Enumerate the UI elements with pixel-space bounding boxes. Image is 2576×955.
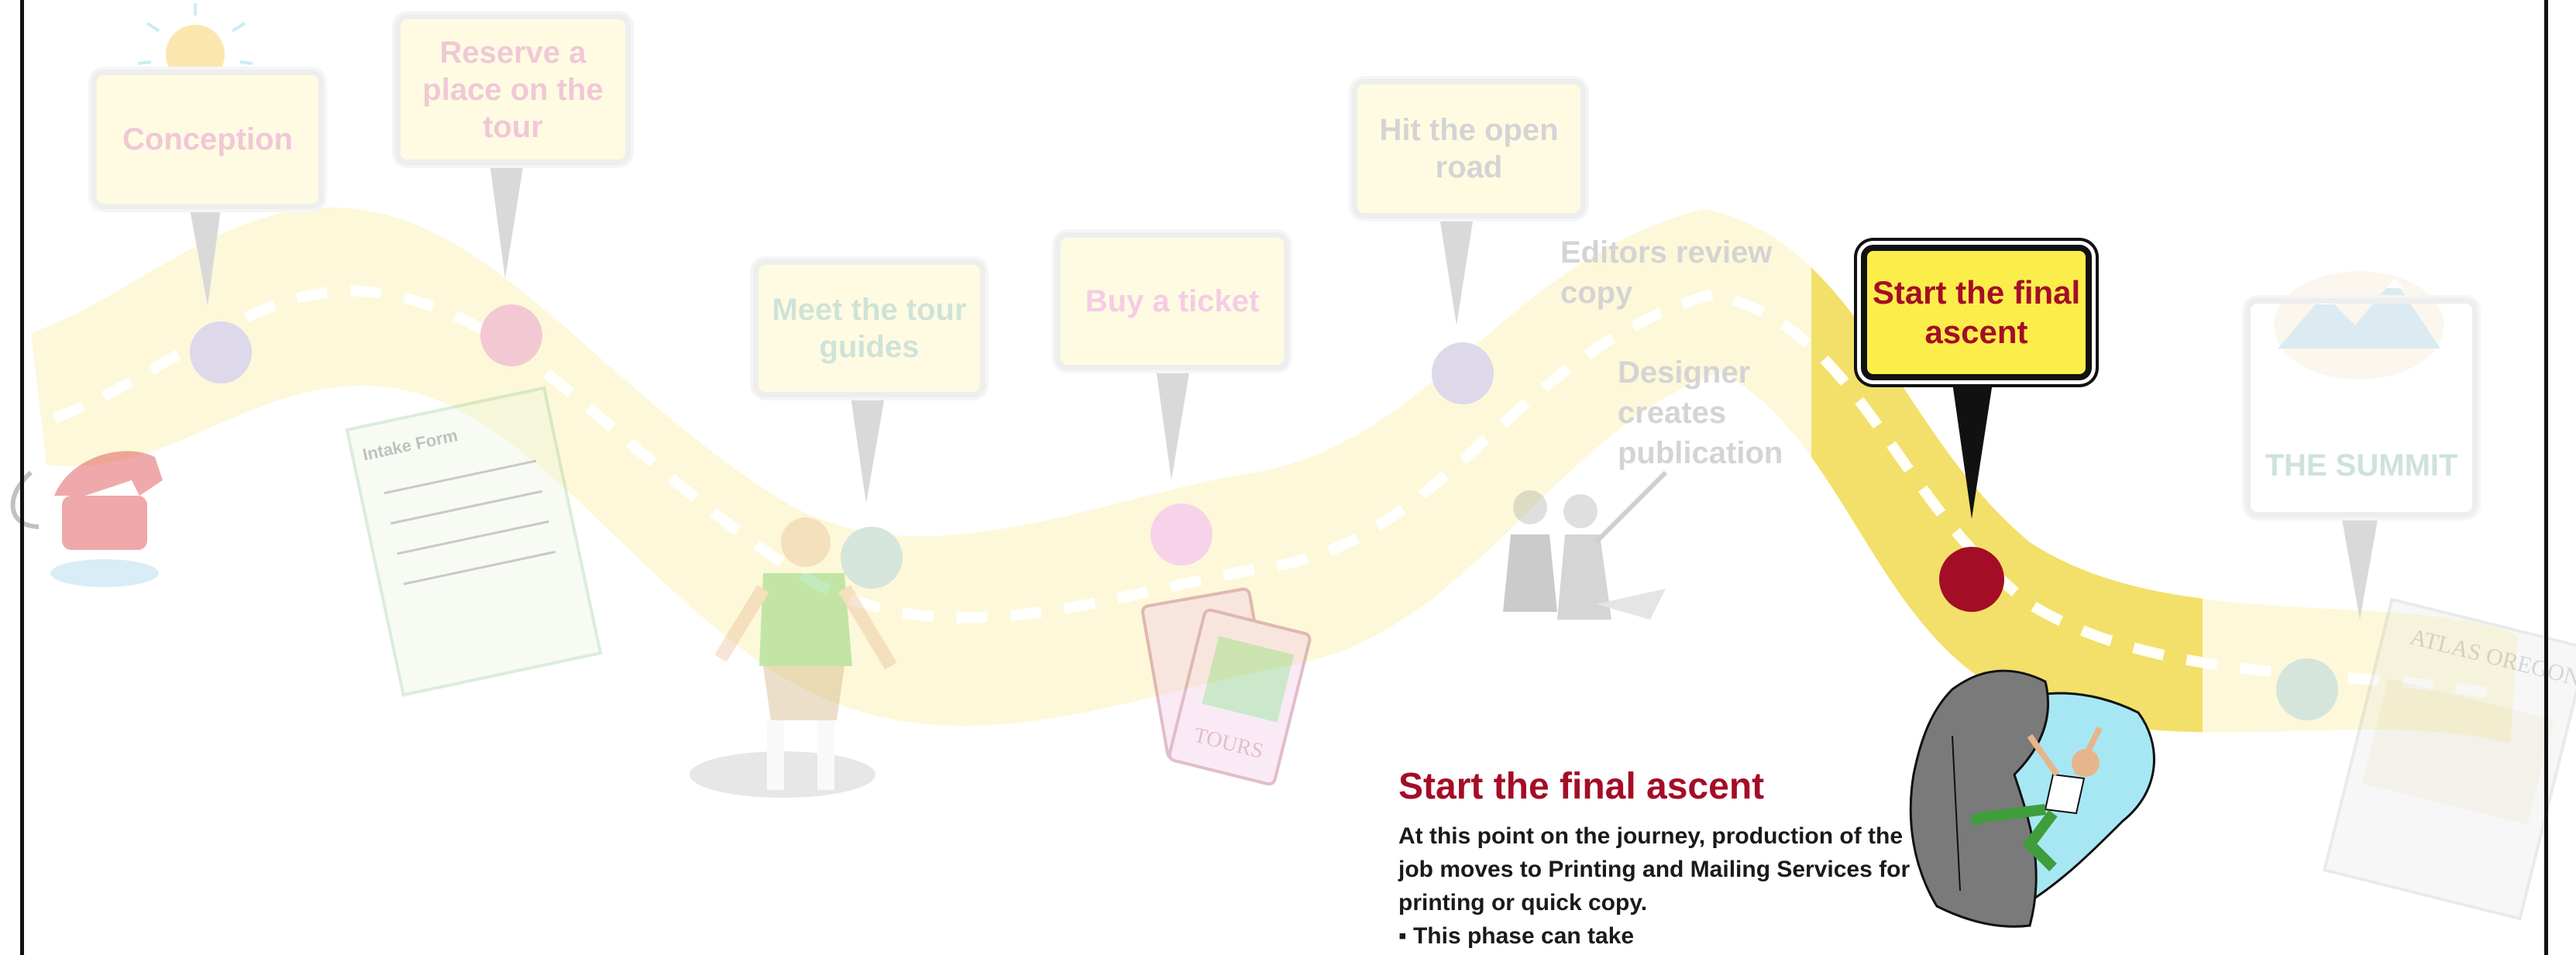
tour-tickets-icon: TOURS [1140, 587, 1312, 786]
milestone-sign-final-ascent[interactable]: Start the final ascent [1861, 245, 2092, 380]
sign-post-3 [851, 397, 885, 503]
milestone-dot-5 [1432, 342, 1494, 404]
side-label-designer: Designer creates publication [1618, 356, 1783, 470]
detail-body: At this point on the journey, production… [1398, 823, 1911, 915]
road-centerline [52, 285, 2512, 703]
sign-post-7 [2341, 515, 2378, 620]
sign-post-1 [190, 209, 221, 306]
sign-post-4 [1156, 368, 1190, 480]
milestone-sign-ticket[interactable]: Buy a ticket [1055, 232, 1289, 370]
sign-post-5 [1439, 217, 1474, 325]
side-label-editors: Editors review copy [1560, 235, 1773, 310]
detail-bullet: ▪ This phase can take [1398, 923, 1635, 949]
milestone-sign-reserve[interactable]: Reserve a place on the tour [395, 14, 631, 165]
milestone-label: Meet the tour guides [772, 293, 967, 364]
milestone-dot-4 [1150, 503, 1212, 565]
detail-title: Start the final ascent [1398, 766, 1765, 807]
milestone-sign-open-road[interactable]: Hit the open road [1352, 79, 1586, 218]
frame-border-right [2544, 0, 2548, 955]
milestone-sign-summit[interactable]: THE SUMMIT [2245, 298, 2478, 517]
road-band [31, 207, 2518, 744]
milestone-dot-1 [190, 321, 252, 383]
sign-post-6 [1952, 383, 1993, 519]
milestone-label: Hit the open road [1379, 113, 1559, 184]
dancing-couple-icon [1503, 470, 1668, 620]
milestone-label: Start the final ascent [1872, 274, 2081, 350]
milestone-label: Reserve a place on the tour [422, 35, 604, 144]
milestone-dot-2 [480, 304, 542, 366]
telephone-icon [10, 451, 163, 587]
atlas-book-icon: ATLAS OREGON [2322, 597, 2576, 921]
milestone-label: Conception [122, 122, 293, 156]
road-band-active [1811, 267, 2203, 733]
sign-post-2 [490, 163, 524, 279]
milestone-dot-6 [1939, 547, 2004, 612]
milestone-sign-guides[interactable]: Meet the tour guides [753, 259, 985, 397]
rock-climber-icon [1909, 669, 2155, 928]
milestone-label: Buy a ticket [1085, 284, 1260, 318]
frame-border-left [20, 0, 24, 955]
milestone-sign-conception[interactable]: Conception [91, 70, 324, 209]
milestone-label: THE SUMMIT [2265, 448, 2458, 483]
milestone-dot-3 [841, 527, 903, 589]
hiker-icon [690, 517, 897, 798]
milestone-dot-7 [2276, 658, 2338, 720]
intake-form-icon [345, 386, 603, 697]
